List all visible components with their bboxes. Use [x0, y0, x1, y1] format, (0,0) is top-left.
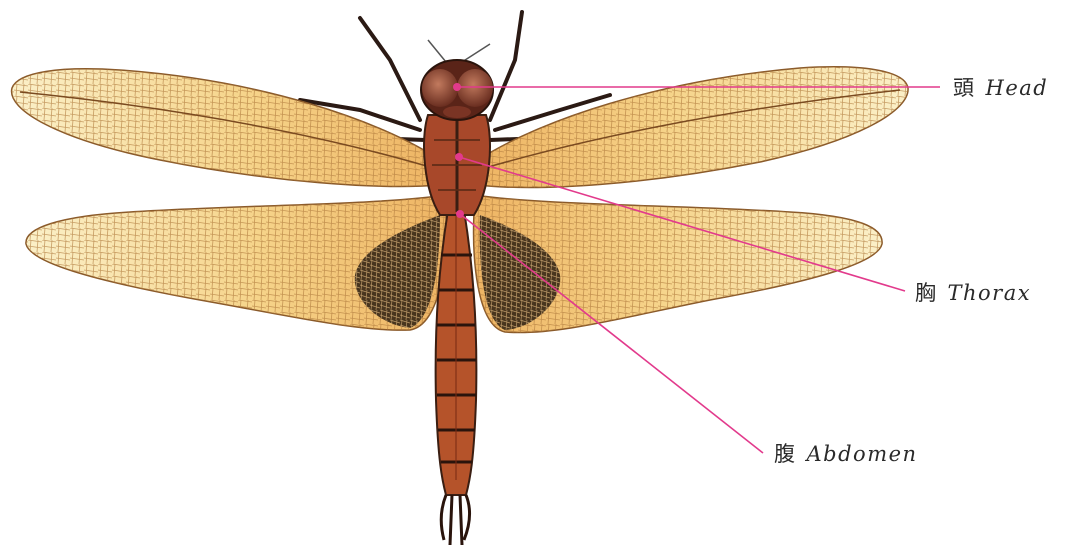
abdomen-body	[436, 210, 477, 545]
head-label-name: Head	[986, 76, 1049, 100]
right-forewing	[478, 67, 908, 188]
head-label: 頭 Head	[953, 78, 1048, 99]
abdomen-label-kanji: 腹	[774, 442, 797, 466]
abdomen-dot	[456, 210, 464, 218]
thorax-dot	[455, 153, 463, 161]
thorax-label-name: Thorax	[948, 281, 1032, 305]
head-dot	[453, 83, 461, 91]
right-hindwing	[474, 195, 883, 333]
abdomen-label-name: Abdomen	[807, 442, 918, 466]
abdomen-label: 腹 Abdomen	[774, 444, 918, 465]
left-hindwing	[26, 195, 446, 330]
antennae	[428, 40, 490, 62]
thorax-label-kanji: 胸	[915, 281, 938, 305]
head-label-kanji: 頭	[953, 76, 976, 100]
thorax-label: 胸 Thorax	[915, 283, 1031, 304]
thorax-body	[424, 115, 490, 215]
left-forewing	[12, 69, 440, 187]
